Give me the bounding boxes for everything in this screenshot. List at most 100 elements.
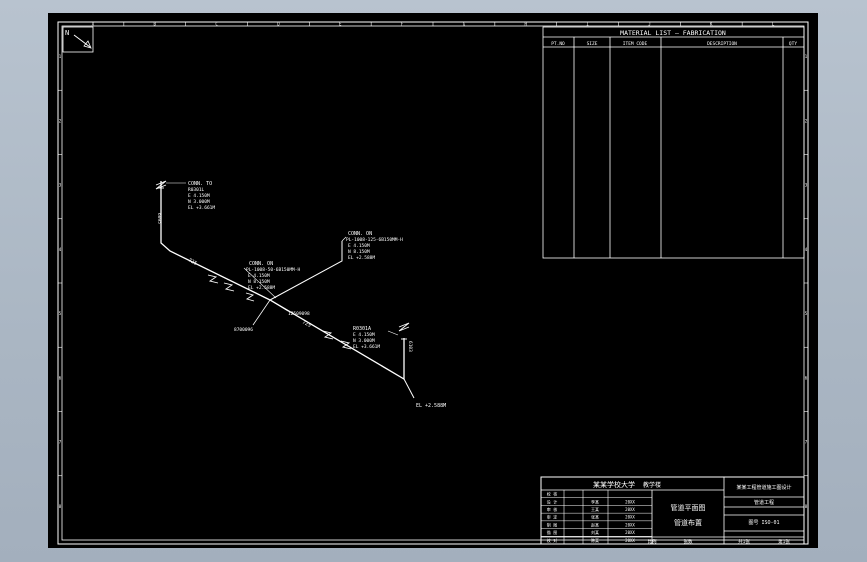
tb-footer-2: 共1张 (738, 538, 750, 545)
tb-drawing-name-1: 管道平面图 (671, 503, 706, 512)
annotation-conn-right: CONN. ON PL-1008-125-6B150MM-H E 4.150M … (341, 231, 403, 261)
tb-dept: 教学楼 (643, 481, 661, 489)
border-letter: C (215, 22, 218, 27)
ann-conn-mid-4: EL +2.588M (248, 285, 275, 291)
ann-conn-right-1: PL-1008-125-6B150MM-H (346, 237, 403, 243)
tb-school: 某某学校大学 (593, 480, 635, 489)
ann-conn-right-4: EL +2.588M (348, 255, 375, 261)
tb-row-name: 李某 (591, 498, 599, 504)
col-qty: QTY (789, 41, 797, 47)
diag-label-2: 8700096 (234, 327, 253, 333)
border-letter: K (710, 22, 713, 27)
ann-conn-right-2: E 4.150M (348, 243, 370, 249)
tb-row-role: 制 图 (547, 521, 557, 527)
ann-conn-top-3: N 3.000M (188, 199, 210, 205)
inner-frame (61, 25, 805, 541)
tb-row-date: 20XX (625, 530, 635, 535)
material-list-title: MATERIAL LIST — FABRICATION (620, 29, 726, 37)
tb-row-name: 王某 (591, 506, 599, 512)
border-number-right: 3 (805, 183, 808, 188)
border-number-right: 6 (805, 375, 808, 380)
ann-r0301a-1: E 4.150M (353, 332, 375, 338)
border-number-left: 2 (59, 118, 62, 123)
border-number-left: 1 (59, 54, 62, 59)
col-item-code: ITEM CODE (623, 41, 648, 47)
border-number-right: 7 (805, 440, 808, 445)
border-number-left: 8 (59, 504, 62, 509)
material-list-table: MATERIAL LIST — FABRICATION PT.NO SIZE I… (542, 26, 805, 259)
ann-conn-right-3: N 8.150M (348, 249, 370, 255)
border-letter: H (525, 22, 528, 27)
ann-conn-mid-3: N 8.150M (248, 279, 270, 285)
dim-a: 725 (187, 257, 198, 266)
diag-label-1: 12509098 (288, 311, 310, 317)
tb-footer-0: 比例 (648, 538, 657, 545)
border-letter: E (339, 22, 342, 27)
annotation-conn-mid: CONN. ON PL-1008-50-6B150MM-H E 4.150M N… (243, 261, 300, 299)
tb-drawing-name-2: 管道布置 (674, 518, 702, 527)
border-number-right: 2 (805, 118, 808, 123)
ann-conn-top-2: E 4.150M (188, 193, 210, 199)
tb-row-role: 描 图 (547, 529, 557, 535)
ann-conn-top-1: R0301L (188, 187, 205, 193)
dim-top-v: 6095 (156, 213, 162, 224)
pipe-route (155, 180, 415, 399)
tb-row-date: 20XX (625, 507, 635, 512)
tb-project: 某某工程管道施工图设计 (736, 484, 791, 491)
border-letter: D (277, 22, 280, 27)
outer-frame (57, 21, 809, 545)
border-number-right: 1 (805, 54, 808, 59)
border-number-right: 8 (805, 504, 808, 509)
tb-row-date: 20XX (625, 522, 635, 527)
north-arrow: N (62, 26, 94, 53)
border-number-left: 3 (59, 183, 62, 188)
border-letter: F (401, 22, 404, 27)
ann-conn-mid-0: CONN. ON (249, 261, 273, 267)
border-letter: L (772, 22, 775, 27)
tb-row-role: 设 计 (547, 498, 557, 504)
ann-conn-right-0: CONN. ON (348, 231, 372, 237)
border-letter: B (154, 22, 157, 27)
tb-right-row-2: 图号 ISO-01 (748, 520, 779, 526)
tb-row-role: 校 核 (547, 491, 557, 497)
ann-r0301a-3: EL +3.661M (353, 344, 380, 350)
border-number-left: 7 (59, 440, 62, 445)
border-letter: J (648, 22, 650, 27)
ann-conn-mid-2: E 4.150M (248, 273, 270, 279)
tb-row-role: 校 对 (547, 537, 557, 543)
border-number-left: 6 (59, 375, 62, 380)
ann-r0301a-2: N 3.000M (353, 338, 375, 344)
tb-row-name: 赵某 (591, 521, 599, 527)
tb-footer-3: 第1张 (778, 538, 790, 545)
tb-row-name: 刘某 (591, 529, 599, 535)
tb-row-date: 20XX (625, 499, 635, 504)
ann-conn-top-4: EL +3.661M (188, 205, 215, 211)
border-number-right: 4 (805, 247, 808, 252)
tb-row-name: 陈某 (591, 537, 599, 543)
border-number-left: 4 (59, 247, 62, 252)
north-label: N (65, 29, 69, 37)
tb-right-row-1: 管道工程 (754, 499, 774, 506)
tb-row-role: 审 核 (547, 506, 557, 512)
tb-footer-1: 张数 (684, 538, 693, 545)
tb-row-date: 20XX (625, 515, 635, 520)
col-size: SIZE (587, 41, 598, 47)
ann-conn-mid-1: PL-1008-50-6B150MM-H (246, 267, 300, 273)
ann-el-bottom: EL +2.588M (416, 403, 446, 409)
col-pt-no: PT.NO (551, 41, 565, 47)
dim-b: 725 (301, 319, 312, 328)
dim-right-v: 6103 (407, 341, 413, 352)
tb-row-name: 张某 (591, 514, 599, 520)
annotation-conn-top: CONN. TO R0301L E 4.150M N 3.000M EL +3.… (166, 181, 215, 211)
title-block: 校 核设 计 李某 20XX 审 核 王某 20XX 审 定 张某 20XX 制 图 赵某 20XX 描… (540, 476, 805, 545)
border-letter: A (92, 22, 95, 27)
col-description: DESCRIPTION (707, 41, 737, 47)
tb-row-date: 20XX (625, 538, 635, 543)
border-number-right: 5 (805, 311, 808, 316)
tb-row-role: 审 定 (547, 514, 557, 520)
ann-conn-top-0: CONN. TO (188, 181, 212, 187)
